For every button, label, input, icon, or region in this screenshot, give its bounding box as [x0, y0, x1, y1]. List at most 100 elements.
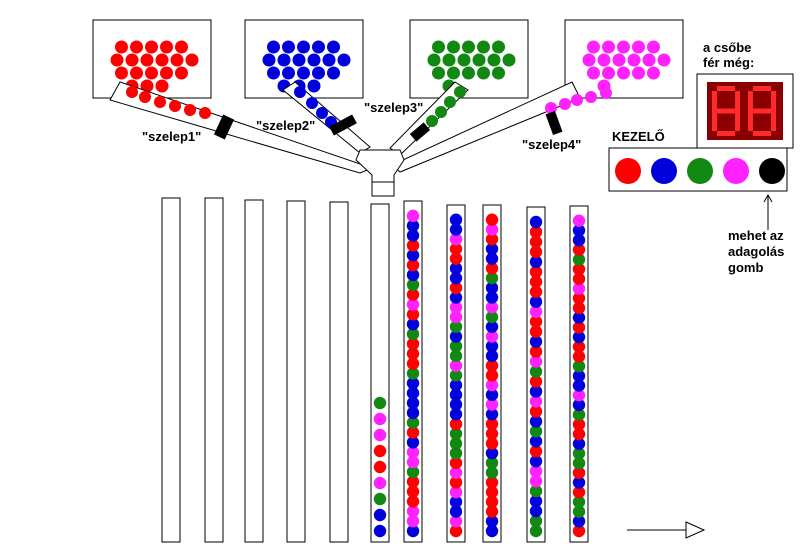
magenta-button[interactable]: [723, 158, 749, 184]
pipe-ball: [571, 94, 583, 106]
tube-ball: [529, 355, 543, 368]
tube-ball: [449, 476, 463, 489]
tube-ball: [529, 425, 543, 438]
hopper-ball: [292, 53, 306, 67]
pipe-ball: [444, 96, 456, 108]
tube-ball: [449, 524, 463, 538]
operator-panel: KEZELŐ mehet az adagolás gomb: [608, 129, 788, 275]
tube-ball: [485, 505, 499, 518]
tube-ball: [485, 515, 499, 528]
digit-1-segment-c: [735, 111, 740, 131]
capacity-display: a csőbe fér még:: [696, 40, 794, 149]
hopper-ball: [130, 40, 143, 54]
tube-ball: [406, 416, 420, 429]
tube-ball: [485, 524, 499, 538]
pipe-ball: [435, 106, 447, 118]
hopper-ball: [327, 40, 340, 54]
tube-ball: [485, 281, 499, 295]
tube-ball: [449, 223, 463, 236]
hopper-ball: [632, 66, 645, 80]
display-segments: [712, 86, 776, 136]
hopper-ball: [502, 53, 516, 67]
tube-ball: [529, 225, 543, 239]
hopper-ball: [477, 66, 490, 80]
hopper-ball: [602, 40, 615, 54]
tube-ball: [373, 508, 387, 522]
hopper-ball: [447, 66, 460, 80]
hopper-ball: [307, 53, 321, 67]
tube-ball: [485, 271, 499, 285]
tube-ball: [572, 505, 586, 518]
hopper-ball: [312, 40, 325, 54]
tube-ball: [529, 305, 543, 318]
tube-ball: [485, 242, 499, 256]
tube-ball: [406, 465, 420, 479]
tube-ball: [449, 408, 463, 421]
valve-label-1: "szelep1": [142, 129, 201, 144]
tube-ball: [485, 388, 499, 402]
tube-ball: [373, 444, 387, 458]
tube-ball: [406, 219, 420, 232]
tube-ball: [449, 388, 463, 402]
tube-ball: [572, 495, 586, 509]
tube-ball: [406, 406, 420, 420]
tube-ball: [572, 389, 586, 402]
tube-ball: [406, 317, 420, 331]
tube-ball: [449, 310, 463, 324]
pipe-ball: [559, 98, 571, 110]
tube-ball: [529, 325, 543, 338]
tube-ball: [529, 524, 543, 538]
storage-tubes: [161, 197, 589, 543]
tube-ball: [406, 258, 420, 272]
pipe-ball: [139, 91, 151, 103]
black-button[interactable]: [759, 158, 785, 184]
tube-ball: [485, 437, 499, 450]
tube-ball: [529, 455, 543, 468]
tube-ball: [406, 514, 420, 528]
hopper-ball: [597, 53, 611, 67]
valve-3: [409, 122, 431, 142]
tube-outline: [161, 197, 181, 543]
hopper-ball: [282, 66, 295, 80]
tube-6: [370, 203, 390, 543]
tube-ball: [572, 476, 586, 489]
tube-ball: [406, 524, 420, 538]
tube-ball: [572, 408, 586, 421]
tube-ball: [449, 242, 463, 256]
hopper-ball: [140, 53, 154, 67]
hopper-ball: [297, 66, 310, 80]
tube-ball: [373, 492, 387, 506]
hopper-ball: [432, 40, 445, 54]
pipe-ball: [126, 86, 138, 98]
red-button[interactable]: [615, 158, 641, 184]
hopper-ball: [642, 53, 656, 67]
tube-ball: [485, 320, 499, 333]
valve-1: [213, 114, 235, 140]
tube-ball: [485, 369, 499, 382]
tube-ball: [529, 275, 543, 288]
tube-ball: [406, 268, 420, 282]
blue-button[interactable]: [651, 158, 677, 184]
hopper-ball: [337, 53, 351, 67]
pipe-ball: [585, 91, 597, 103]
tube-ball: [572, 311, 586, 324]
feed-pipes: [109, 81, 612, 197]
hopper-ball: [447, 40, 460, 54]
green-button[interactable]: [687, 158, 713, 184]
digit-1-segment-a: [717, 86, 735, 91]
tube-ball: [406, 298, 420, 311]
tube-ball: [485, 417, 499, 431]
tube-4: [286, 200, 306, 543]
tube-ball: [572, 379, 586, 392]
tube-outline: [204, 197, 224, 543]
operator-buttons: [615, 158, 785, 184]
hopper-ball: [602, 66, 615, 80]
tube-ball: [572, 321, 586, 334]
pipe-ball: [154, 96, 166, 108]
tube-ball: [485, 310, 499, 324]
tube-ball: [449, 262, 463, 275]
valve-4: [545, 110, 563, 136]
tube-ball: [572, 224, 586, 237]
tube-ball: [572, 515, 586, 528]
tube-ball: [449, 281, 463, 295]
